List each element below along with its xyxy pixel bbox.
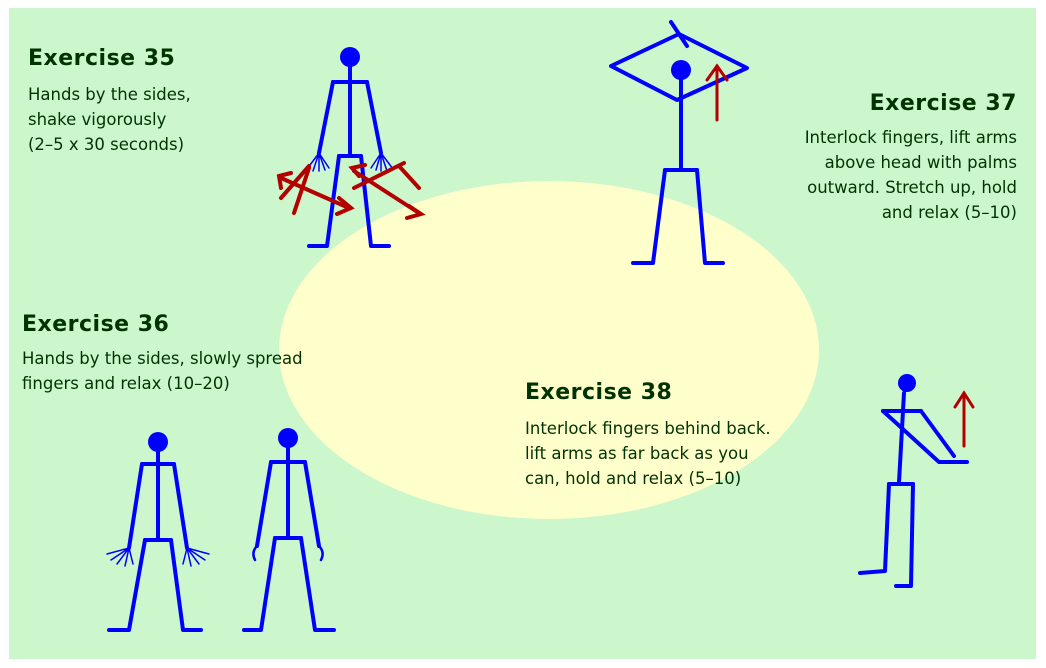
exercise-35-text: Hands by the sides, shake vigorously (2–… <box>28 82 268 157</box>
exercise-36-text: Hands by the sides, slowly spread finger… <box>22 346 422 396</box>
ex38-up-arrow <box>955 393 973 446</box>
ex36-figure-spread <box>107 432 209 630</box>
exercise-35-title: Exercise 35 <box>28 46 175 71</box>
ex36-figure-relaxed <box>244 428 334 630</box>
exercise-37-title: Exercise 37 <box>821 91 1017 116</box>
exercise-38-text: Interlock fingers behind back. lift arms… <box>525 416 845 491</box>
ex35-figure <box>307 47 393 246</box>
exercise-36-title: Exercise 36 <box>22 312 169 337</box>
ex37-up-arrow <box>707 66 727 120</box>
ex35-shake-arrows <box>279 163 421 218</box>
ex38-figure <box>860 374 967 586</box>
exercise-38-title: Exercise 38 <box>525 380 672 405</box>
exercise-37-text: Interlock fingers, lift arms above head … <box>707 125 1017 225</box>
exercise-panel: Exercise 35 Hands by the sides, shake vi… <box>9 8 1036 659</box>
